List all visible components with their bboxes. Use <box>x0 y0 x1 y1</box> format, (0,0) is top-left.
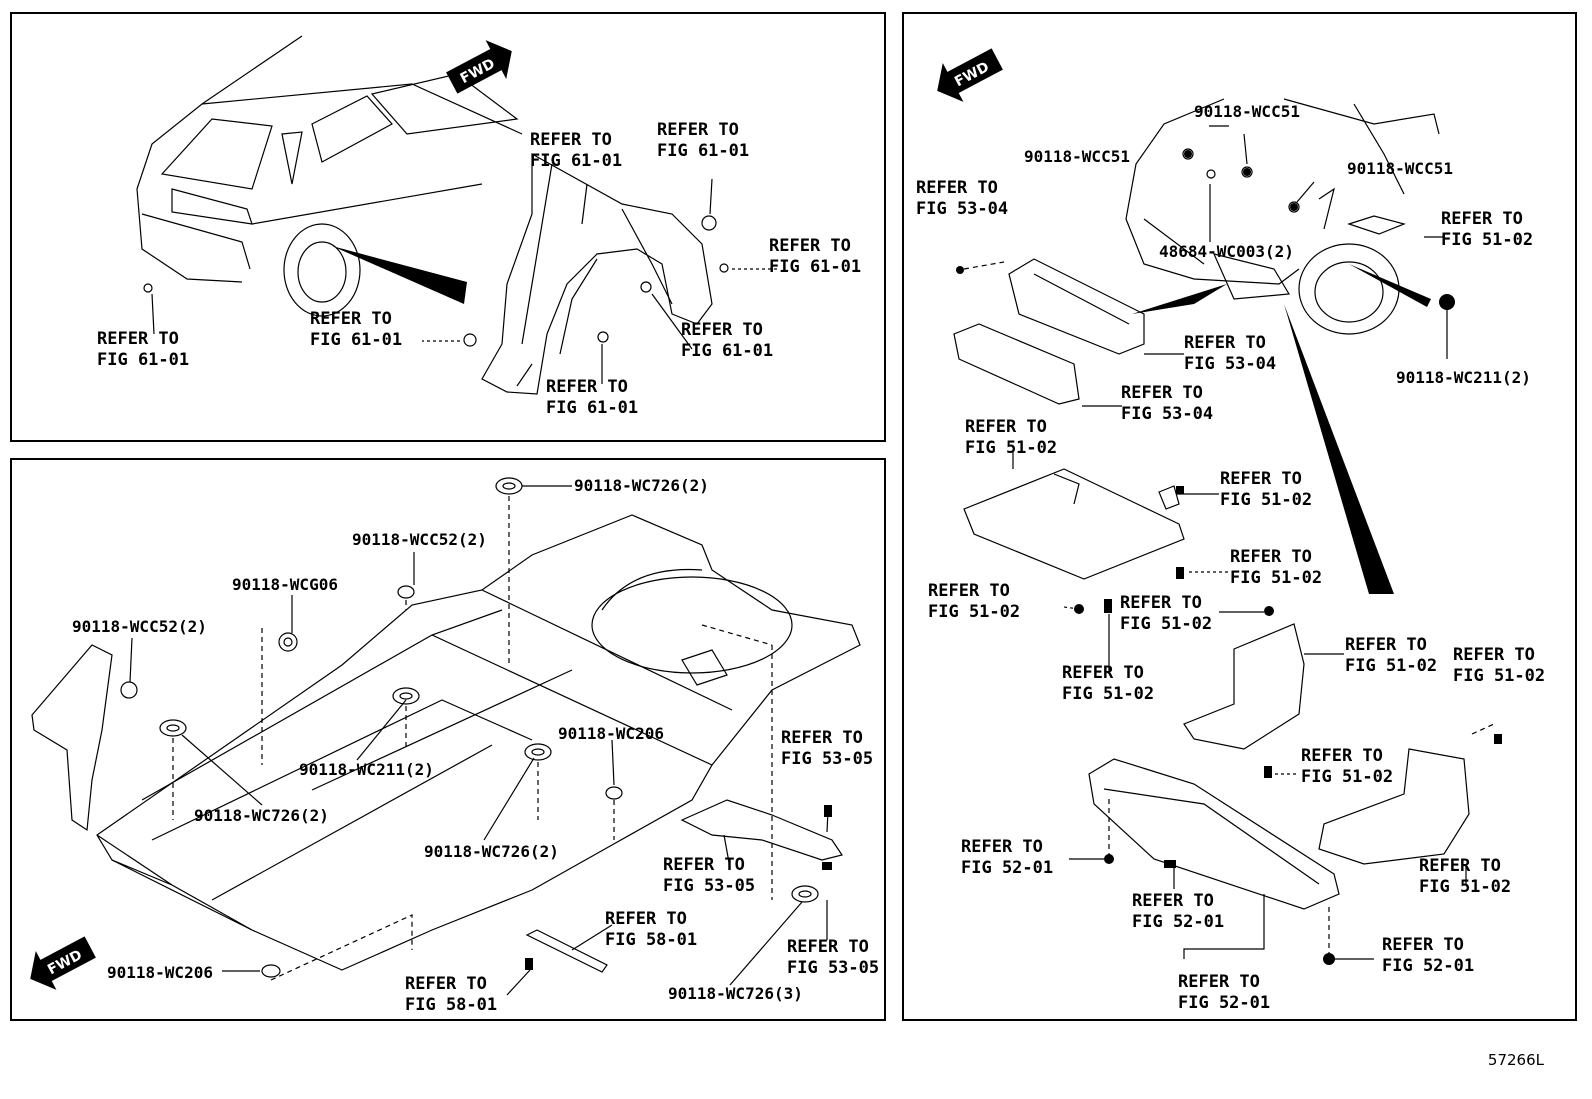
fwd-arrow-icon: FWD <box>30 936 96 990</box>
part-number: 90118-WCC52(2) <box>352 530 487 549</box>
part-number: 90118-WCC51 <box>1194 102 1300 121</box>
part-number: 90118-WC726(3) <box>668 984 803 1003</box>
part-number: 48684-WC003(2) <box>1159 242 1294 261</box>
part-number: 90118-WCC51 <box>1347 159 1453 178</box>
part-number: 90118-WCC51 <box>1024 147 1130 166</box>
floor-undercover-illustration <box>31 477 861 996</box>
part-number: 90118-WC211(2) <box>1396 368 1531 387</box>
diagram-number: 57266L <box>1487 1051 1544 1069</box>
part-number: 90118-WC206 <box>558 724 664 743</box>
part-number: 90118-WC726(2) <box>574 476 709 495</box>
fwd-arrow-icon: FWD <box>446 40 512 94</box>
rear-fender-liner-illustration <box>136 35 777 395</box>
panel-front-undercover: FWD 90118-WCC51 90118-WCC51 90118-WCC51 … <box>902 12 1577 1021</box>
front-undercover-illustration <box>953 98 1502 965</box>
part-number: 90118-WCG06 <box>232 575 338 594</box>
part-number: 90118-WC726(2) <box>424 842 559 861</box>
part-number: 90118-WC206 <box>107 963 213 982</box>
part-number: 90118-WC211(2) <box>299 760 434 779</box>
panel-floor-undercover: FWD 90118-WC726(2) 90118-WCC52(2) 90118-… <box>10 458 886 1021</box>
part-number: 90118-WCC52(2) <box>72 617 207 636</box>
fwd-arrow-icon: FWD <box>937 48 1003 102</box>
part-number: 90118-WC726(2) <box>194 806 329 825</box>
